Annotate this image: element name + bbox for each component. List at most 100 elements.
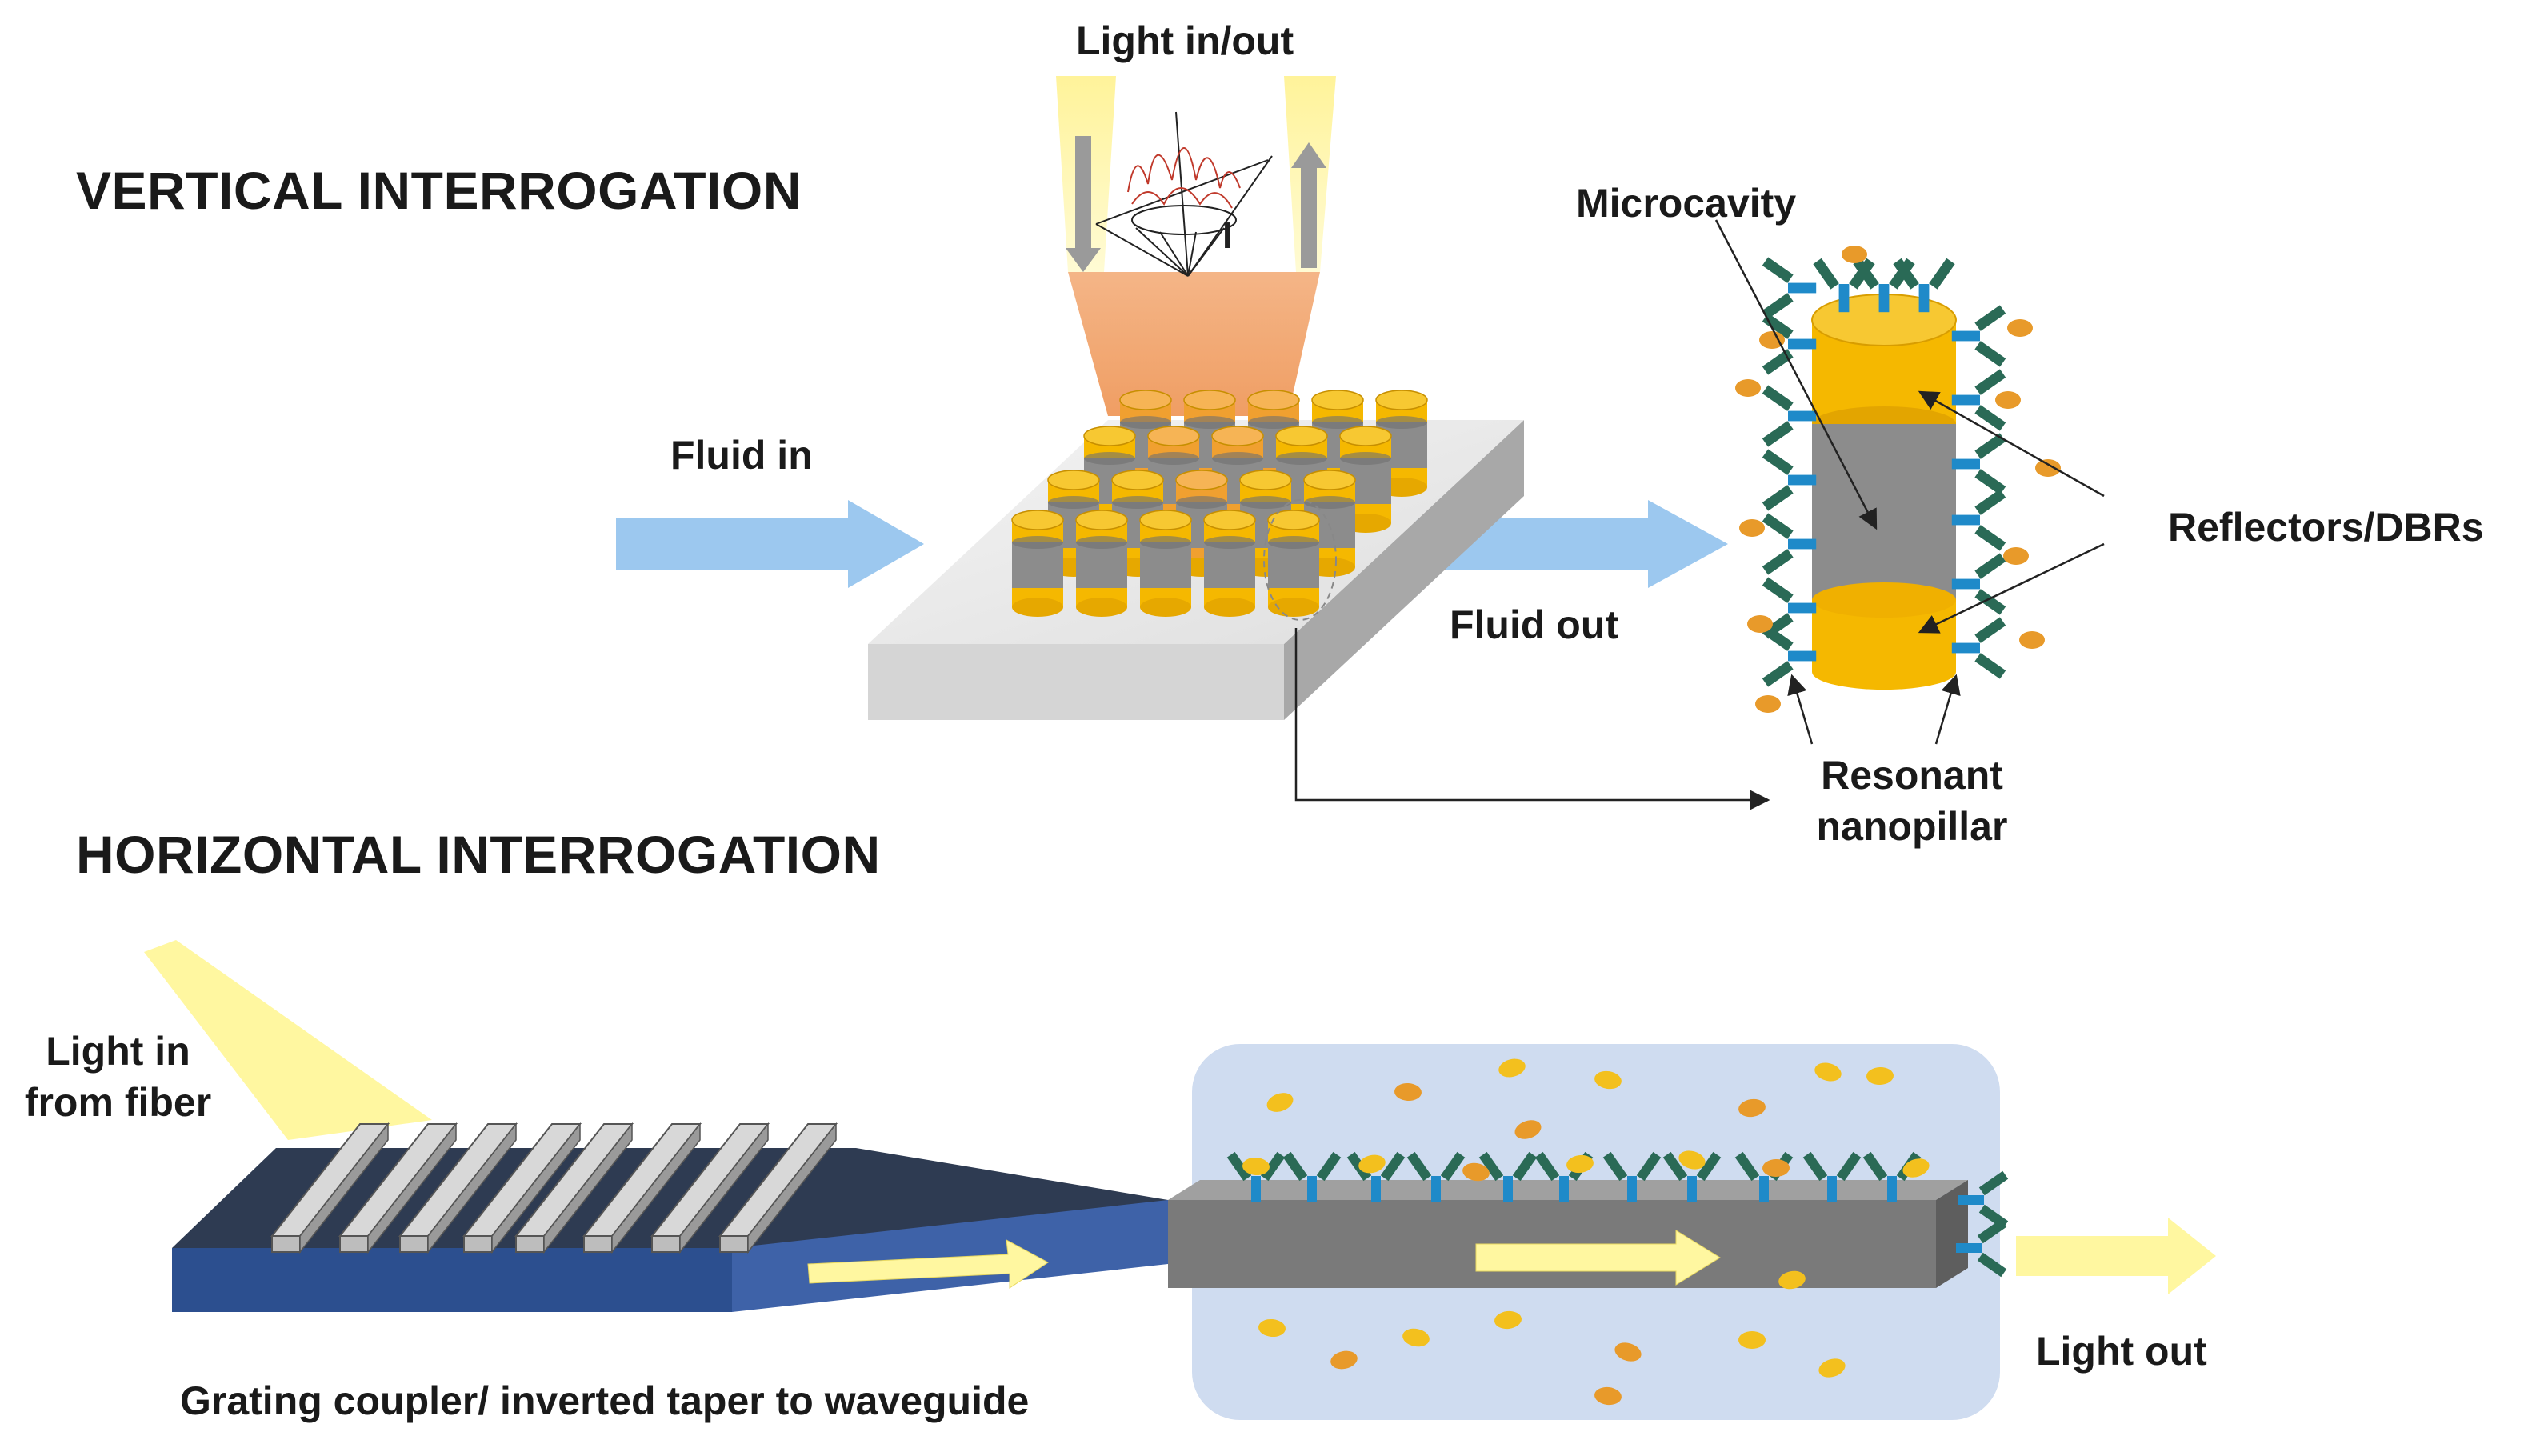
antibody-icon xyxy=(1762,449,1817,511)
analyte-particle xyxy=(1995,391,2021,409)
antibody-icon xyxy=(1762,625,1817,687)
analyte-particle xyxy=(1902,1158,1930,1178)
analyte-particle xyxy=(1747,615,1773,633)
vertical-interrogation-title: VERTICAL INTERROGATION xyxy=(76,161,802,220)
antibody-icon xyxy=(1282,1151,1342,1202)
nanopillar xyxy=(1203,510,1256,617)
fluid-in-arrow xyxy=(616,500,924,588)
analyte-particle xyxy=(1842,246,1867,263)
antibody-icon xyxy=(1226,1151,1286,1202)
analyte-particle xyxy=(1738,1098,1766,1118)
antibody-icon xyxy=(1951,489,2006,551)
grating-bar xyxy=(398,1122,518,1254)
resonant-label-line2: nanopillar xyxy=(1816,804,2008,849)
nanopillar xyxy=(1139,510,1192,617)
analyte-particle xyxy=(1330,1350,1358,1370)
analyte-particle xyxy=(1594,1070,1622,1090)
waveguide-light-arrow xyxy=(1475,1230,1721,1286)
antibody-icon xyxy=(1762,385,1817,447)
taper-light-arrow xyxy=(807,1239,1049,1289)
antibody-icon xyxy=(1802,1151,1862,1202)
analyte-particle xyxy=(1739,519,1765,537)
analyte-particles xyxy=(1242,1058,1930,1406)
analyte-particle xyxy=(1358,1154,1386,1174)
reflectors-leader-top xyxy=(1918,390,2105,498)
grating-bar xyxy=(270,1122,390,1254)
analyte-particle xyxy=(1762,1158,1790,1178)
fluid-in-label: Fluid in xyxy=(670,433,813,478)
antibody-icon xyxy=(1951,369,2006,431)
analyte-particle xyxy=(1755,695,1781,713)
analyte-particle xyxy=(1514,1120,1542,1139)
antibody-icon xyxy=(1602,1151,1662,1202)
analyte-particle xyxy=(1462,1162,1490,1182)
analyte-particle xyxy=(1759,331,1785,349)
light-out-arrow xyxy=(2016,1218,2216,1294)
antibody-icon xyxy=(1951,553,2006,615)
fluid-out-label: Fluid out xyxy=(1450,602,1619,647)
analyte-particle xyxy=(2035,459,2061,477)
analyte-particle xyxy=(1566,1154,1594,1174)
reflectors-leader-bottom xyxy=(1918,542,2105,634)
light-in-fiber-label: Light in from fiber xyxy=(8,1028,228,1126)
analyte-particle xyxy=(1866,1066,1894,1086)
resonant-leader-right xyxy=(1934,674,1961,745)
antibody-icon xyxy=(1662,1151,1722,1202)
light-in-line2: from fiber xyxy=(24,1080,212,1125)
antibody-icon xyxy=(1956,1218,2007,1278)
antibody-icon xyxy=(1951,305,2006,367)
resonant-leader-left xyxy=(1787,674,1814,745)
nanopillar xyxy=(1011,510,1064,617)
light-out-label: Light out xyxy=(2036,1329,2207,1374)
light-inout-label: Light in/out xyxy=(1076,18,1294,63)
analyte-particle xyxy=(1778,1270,1806,1290)
pillar-bioreceptors xyxy=(1735,246,2061,713)
light-beam-in xyxy=(1056,76,1116,272)
far-field-cone xyxy=(1068,272,1320,416)
antibody-icon xyxy=(1406,1151,1466,1202)
analyte-particle xyxy=(1818,1358,1846,1378)
grating-bar xyxy=(462,1122,582,1254)
horizontal-interrogation-title: HORIZONTAL INTERROGATION xyxy=(76,825,881,884)
fiber-light-beam xyxy=(144,940,432,1140)
grating-bar xyxy=(718,1122,838,1254)
grating-bar xyxy=(650,1122,770,1254)
analyte-particle xyxy=(1738,1331,1766,1349)
nanopillar xyxy=(1075,510,1128,617)
analyte-particle xyxy=(1258,1318,1286,1338)
nanopillar-array xyxy=(1011,390,1428,617)
analyte-particle xyxy=(1498,1058,1526,1078)
analyte-particle xyxy=(1814,1062,1842,1082)
light-in-line1: Light in xyxy=(46,1029,190,1074)
resonant-nanopillar-label: Resonant nanopillar xyxy=(1784,752,2040,850)
nanopillar xyxy=(1267,510,1320,617)
grating-bar xyxy=(338,1122,458,1254)
resonant-label-line1: Resonant xyxy=(1821,753,2003,798)
analyte-particle xyxy=(1394,1082,1422,1102)
antibody-icon xyxy=(1762,513,1817,575)
reflectors-label: Reflectors/DBRs xyxy=(2168,505,2484,550)
analyte-particle xyxy=(1614,1342,1642,1362)
analyte-particle xyxy=(2003,547,2029,565)
antibody-icon xyxy=(1478,1151,1538,1202)
antibody-icon xyxy=(1762,257,1817,319)
analyte-particle xyxy=(2007,319,2033,337)
resonant-nanopillar xyxy=(1811,294,1957,690)
analyte-particle xyxy=(1242,1157,1270,1176)
zoom-leader-line xyxy=(1294,628,1770,810)
microcavity-leader xyxy=(1714,219,1878,530)
radiation-pattern-icon xyxy=(1095,111,1273,277)
analyte-particle xyxy=(2019,631,2045,649)
grating-coupler-label: Grating coupler/ inverted taper to waveg… xyxy=(180,1378,1030,1423)
nanopillar xyxy=(1375,390,1428,497)
grating-bar xyxy=(514,1122,634,1254)
grating-bar xyxy=(582,1122,702,1254)
analyte-particle xyxy=(1494,1310,1522,1330)
analyte-particle xyxy=(1402,1328,1430,1347)
light-beam-out xyxy=(1284,76,1336,272)
microcavity-label: Microcavity xyxy=(1576,181,1797,226)
analyte-particle xyxy=(1266,1093,1294,1112)
analyte-particle xyxy=(1594,1386,1622,1406)
analyte-particle xyxy=(1735,379,1761,397)
antibody-icon xyxy=(1951,617,2006,679)
